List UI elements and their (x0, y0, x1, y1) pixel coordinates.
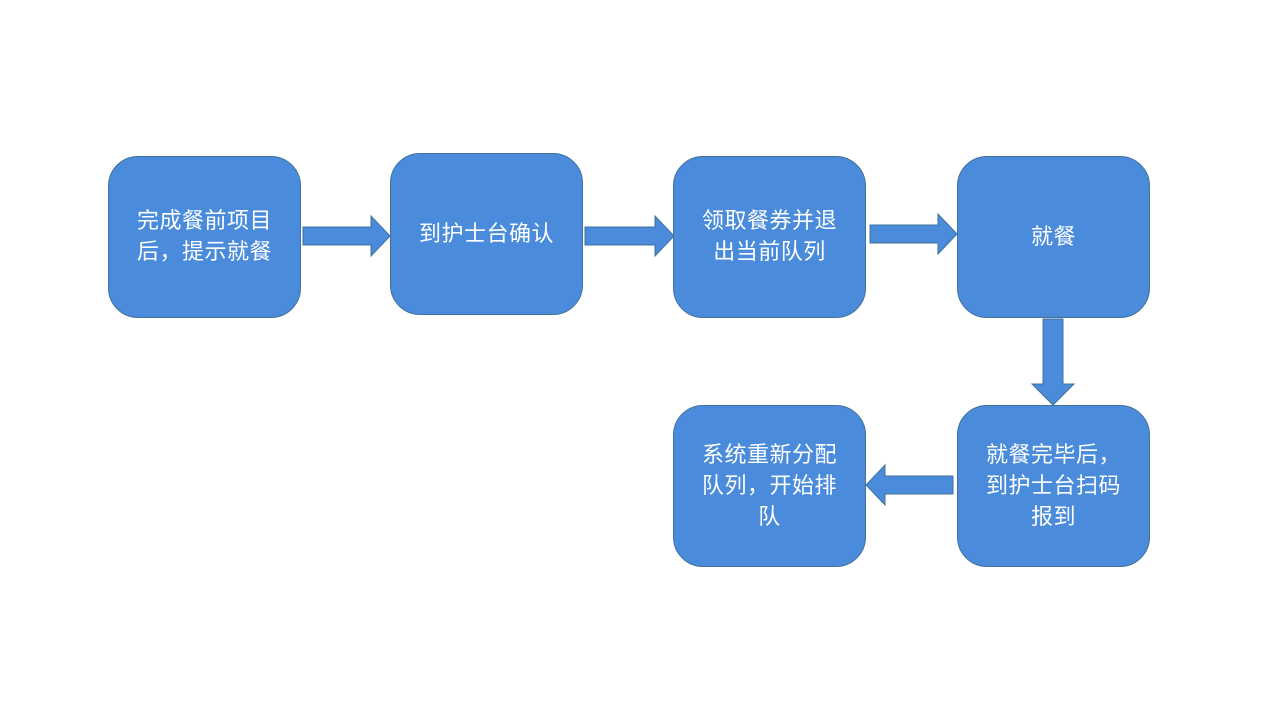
flow-step-3: 领取餐券并退 出当前队列 (673, 156, 866, 318)
flow-step-3-label: 领取餐券并退 出当前队列 (701, 209, 837, 265)
arrow-step1-to-step2 (302, 214, 391, 258)
flow-step-6: 系统重新分配 队列，开始排 队 (673, 405, 866, 567)
flow-step-6-label: 系统重新分配 队列，开始排 队 (701, 442, 837, 530)
flow-step-5-label: 就餐完毕后， 到护士台扫码 报到 (985, 442, 1121, 530)
arrow-step5-to-step6 (865, 463, 954, 507)
arrow-step2-to-step3 (584, 214, 675, 258)
flow-step-4-label: 就餐 (1030, 224, 1076, 250)
flow-step-2: 到护士台确认 (390, 153, 583, 315)
flow-step-1: 完成餐前项目 后，提示就餐 (108, 156, 301, 318)
flow-step-2-label: 到护士台确认 (418, 221, 554, 247)
arrow-step4-to-step5 (1030, 318, 1076, 406)
flow-step-1-label: 完成餐前项目 后，提示就餐 (136, 209, 272, 265)
arrow-step3-to-step4 (869, 212, 958, 256)
flow-step-5: 就餐完毕后， 到护士台扫码 报到 (957, 405, 1150, 567)
flow-step-4: 就餐 (957, 156, 1150, 318)
